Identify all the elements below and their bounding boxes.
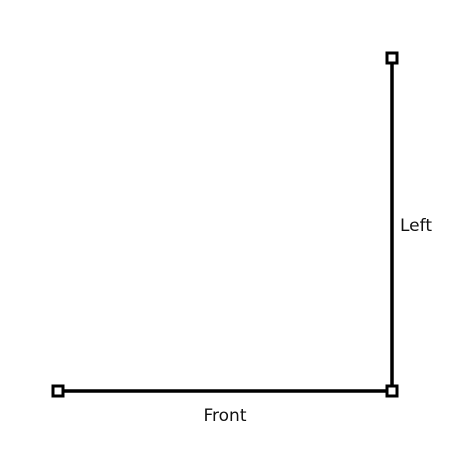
corner-handle[interactable]: [385, 384, 399, 398]
left-end-handle[interactable]: [385, 51, 399, 65]
left-edge-label: Left: [400, 216, 432, 236]
front-edge-label: Front: [204, 406, 247, 426]
front-start-handle[interactable]: [51, 384, 65, 398]
